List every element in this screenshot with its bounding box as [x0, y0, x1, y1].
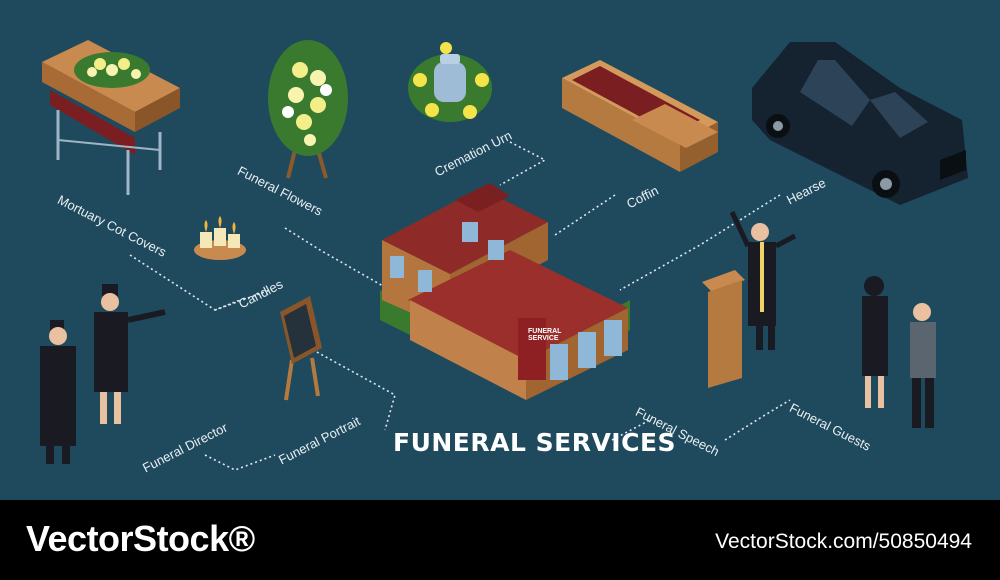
watermark-brand: VectorStock® [26, 518, 255, 559]
coffin-illustration [562, 60, 718, 172]
candles-illustration [194, 216, 246, 260]
funeral-portrait-illustration [280, 296, 322, 401]
funeral-house-illustration [380, 183, 630, 400]
watermark-bar [0, 500, 1000, 580]
funeral-director-illustration [40, 284, 166, 464]
mortuary-cot-illustration [42, 40, 180, 195]
connector-hearse [619, 194, 781, 291]
cremation-urn-illustration [408, 42, 492, 122]
connector-urn [499, 141, 547, 186]
connector-flowers [284, 227, 391, 291]
funeral-guests-illustration [862, 276, 936, 428]
funeral-flowers-illustration [268, 40, 348, 179]
connector-mortuary [129, 254, 241, 311]
connector-speech [611, 419, 651, 441]
connector-director [204, 454, 276, 471]
watermark-url: VectorStock.com/50850494 [715, 530, 972, 553]
infographic-canvas: FUNERAL SERVICES FUNERAL SERVICE Mortuar… [0, 0, 1000, 500]
connector-coffin [554, 194, 616, 236]
connector-lines [129, 141, 791, 471]
funeral-speech-illustration [702, 210, 797, 388]
house-sign: FUNERAL SERVICE [528, 328, 562, 342]
connector-guests [724, 399, 791, 441]
illustration-layer [40, 40, 968, 471]
diagram-title: FUNERAL SERVICES [393, 428, 677, 457]
hearse-illustration [752, 42, 968, 205]
